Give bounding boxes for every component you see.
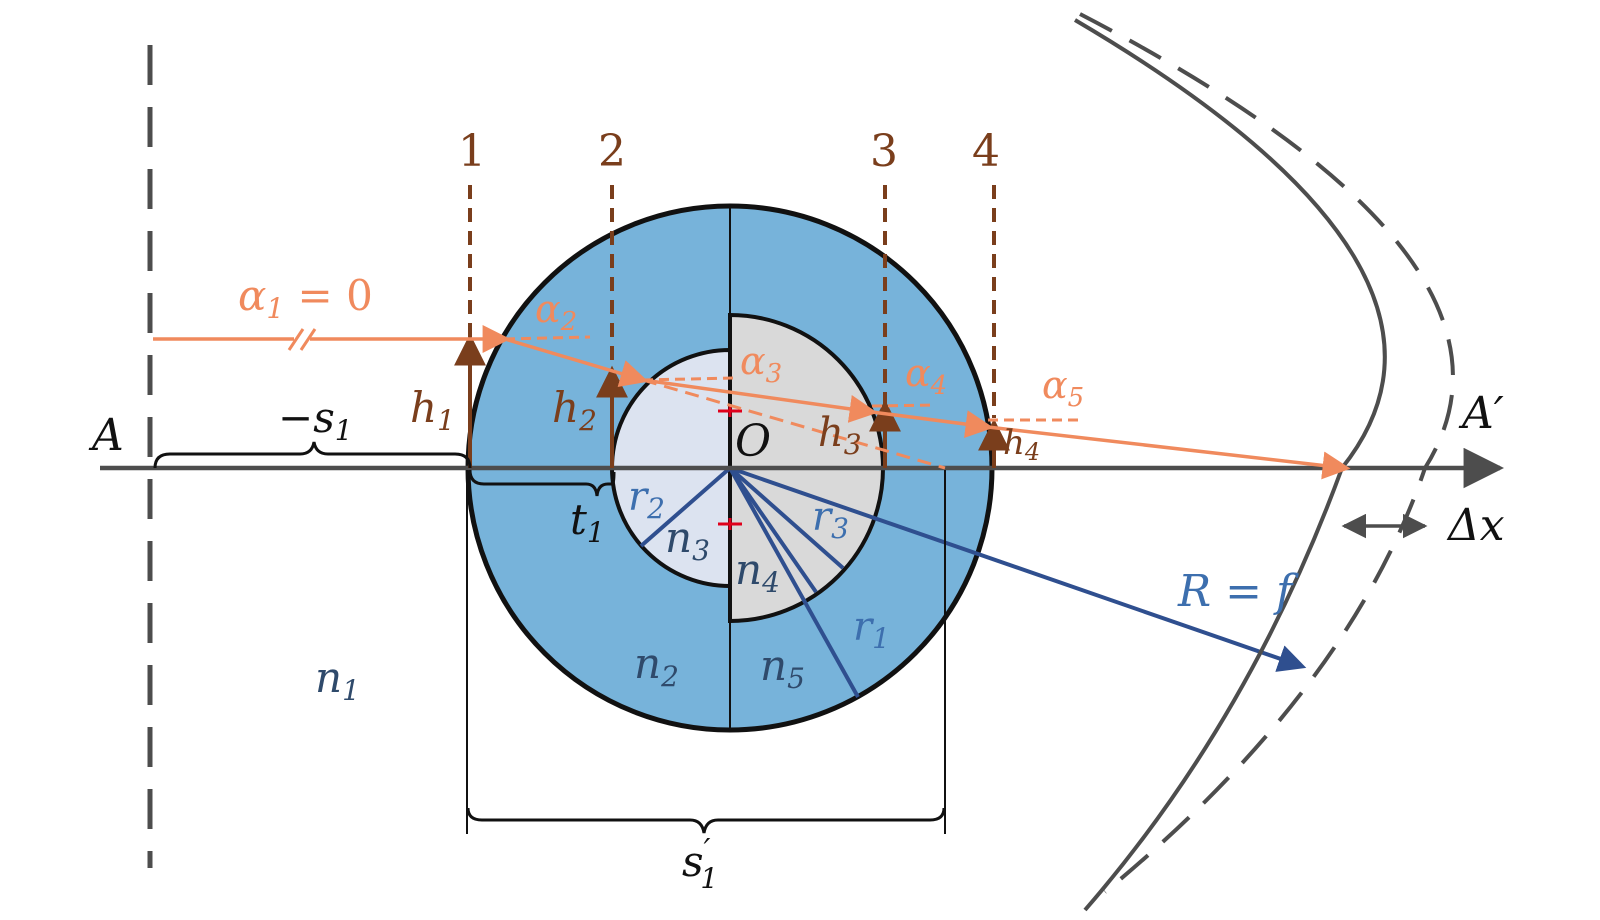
delta-x-label: Δx [1446,500,1505,551]
plane-2-label: 2 [598,126,626,177]
radius-R-arrow [729,466,1307,672]
t1-label: t1 [570,495,605,549]
alpha5-label: α5 [1042,363,1084,413]
shifted-surface-arc [1079,12,1455,894]
n3-label: n3 [665,513,710,567]
brace-s1 [153,441,472,469]
r1-label: r1 [853,604,890,655]
point-A-prime-label: A′ [1458,388,1504,439]
center-O-label: O [735,416,771,467]
h4-label: h4 [1003,423,1040,466]
alpha3-label: α3 [740,339,782,389]
r2-label: r2 [628,474,665,525]
R-equals-f-label: R = f [1177,566,1299,617]
r3-label: r3 [812,494,849,545]
n5-label: n5 [760,641,805,695]
angle-ref-dash-2 [504,335,591,341]
s1-label: −s1 [278,393,353,447]
h2-label: h2 [552,383,597,437]
brace-t1 [468,469,616,497]
ray-segment-3 [642,378,878,423]
n4-label: n4 [735,545,780,599]
alpha2-label: α2 [535,287,577,337]
h1-label: h1 [410,383,455,437]
radius-r2 [639,466,732,548]
plane-1-label: 1 [458,126,486,177]
radius-r3-extra [728,466,818,594]
s1-prime-label: s′1 [682,833,718,895]
focal-surface-arc [1073,18,1387,912]
brace-s1-prime [466,807,946,834]
angle-ref-dash-4 [871,403,936,408]
point-A-label: A [88,410,124,461]
ray-segment-2 [504,337,649,388]
radius-r1 [728,467,860,698]
n1-label: n1 [315,653,360,707]
radius-r3 [728,466,845,570]
ray-segment-5 [987,425,1351,480]
alpha4-label: α4 [905,351,947,401]
ray-break-mark-2 [299,328,317,351]
ray-segment-4 [871,410,994,439]
alpha1-label: α1 = 0 [238,271,373,325]
ray-break-mark-1 [287,328,305,351]
ray-construction-dash [642,378,946,470]
plane-3-label: 3 [870,126,898,177]
h3-label: h3 [818,410,862,461]
plane-4-label: 4 [972,126,1000,177]
n2-label: n2 [634,639,679,693]
